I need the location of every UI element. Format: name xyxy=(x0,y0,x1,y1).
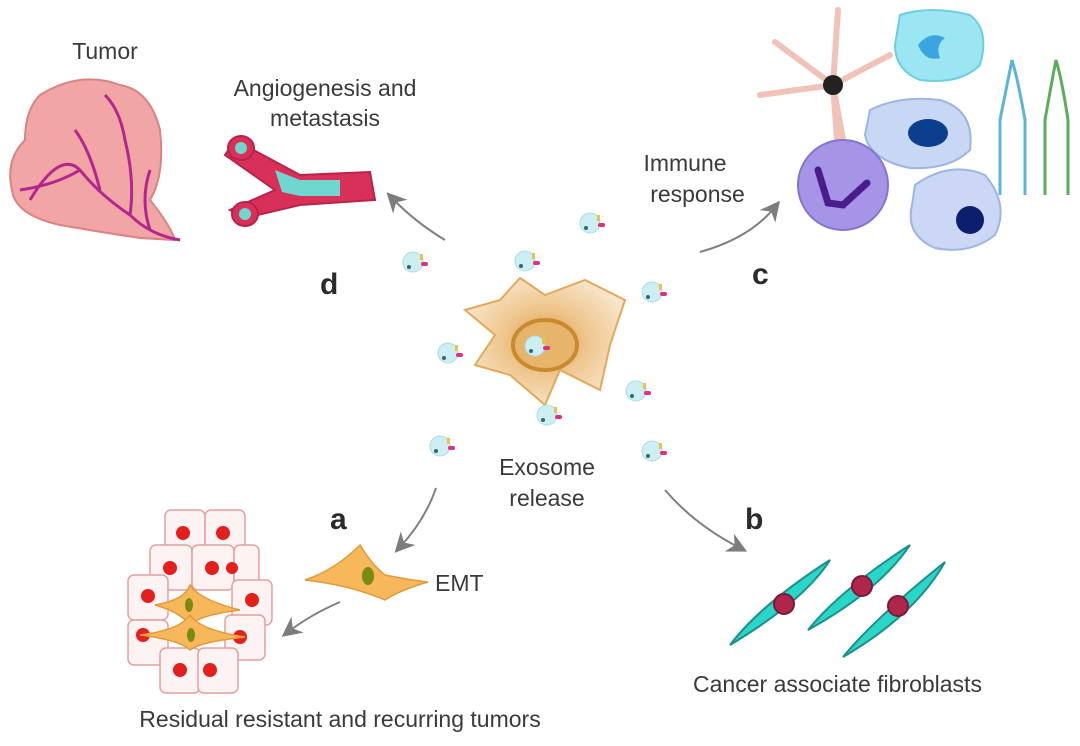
arrow-c xyxy=(699,200,781,253)
fibroblasts-illustration xyxy=(729,544,946,658)
immune-cells-illustration xyxy=(757,7,1070,251)
emt-cell xyxy=(304,543,429,601)
pathway-arrows xyxy=(281,192,781,637)
angiogenesis-label-line1: Angiogenesis and xyxy=(233,75,417,101)
arrow-a xyxy=(394,487,437,553)
pathway-letter-b: b xyxy=(745,503,764,536)
exosome-source-cell xyxy=(462,276,627,407)
arrow-d xyxy=(386,192,446,241)
pathway-letter-a: a xyxy=(330,503,347,536)
immune-label-line1: Immune xyxy=(643,150,727,176)
arrow-emt xyxy=(281,601,341,637)
tumor-illustration xyxy=(9,78,181,242)
exosome-label-line1: Exosome xyxy=(499,454,595,480)
immune-label-line2: response xyxy=(650,181,745,207)
residual-tumor-cluster xyxy=(127,509,273,694)
tumor-label: Tumor xyxy=(72,38,138,64)
residual-tumors-label: Residual resistant and recurring tumors xyxy=(139,706,541,732)
arrow-b xyxy=(664,489,748,552)
pathway-letter-c: c xyxy=(752,258,769,291)
pathway-letter-d: d xyxy=(320,268,339,301)
caf-label: Cancer associate fibroblasts xyxy=(693,671,982,697)
angiogenesis-label-line2: metastasis xyxy=(270,105,380,131)
emt-label: EMT xyxy=(435,570,484,596)
blood-vessel-illustration xyxy=(223,135,377,227)
exosome-label-line2: release xyxy=(509,485,585,511)
